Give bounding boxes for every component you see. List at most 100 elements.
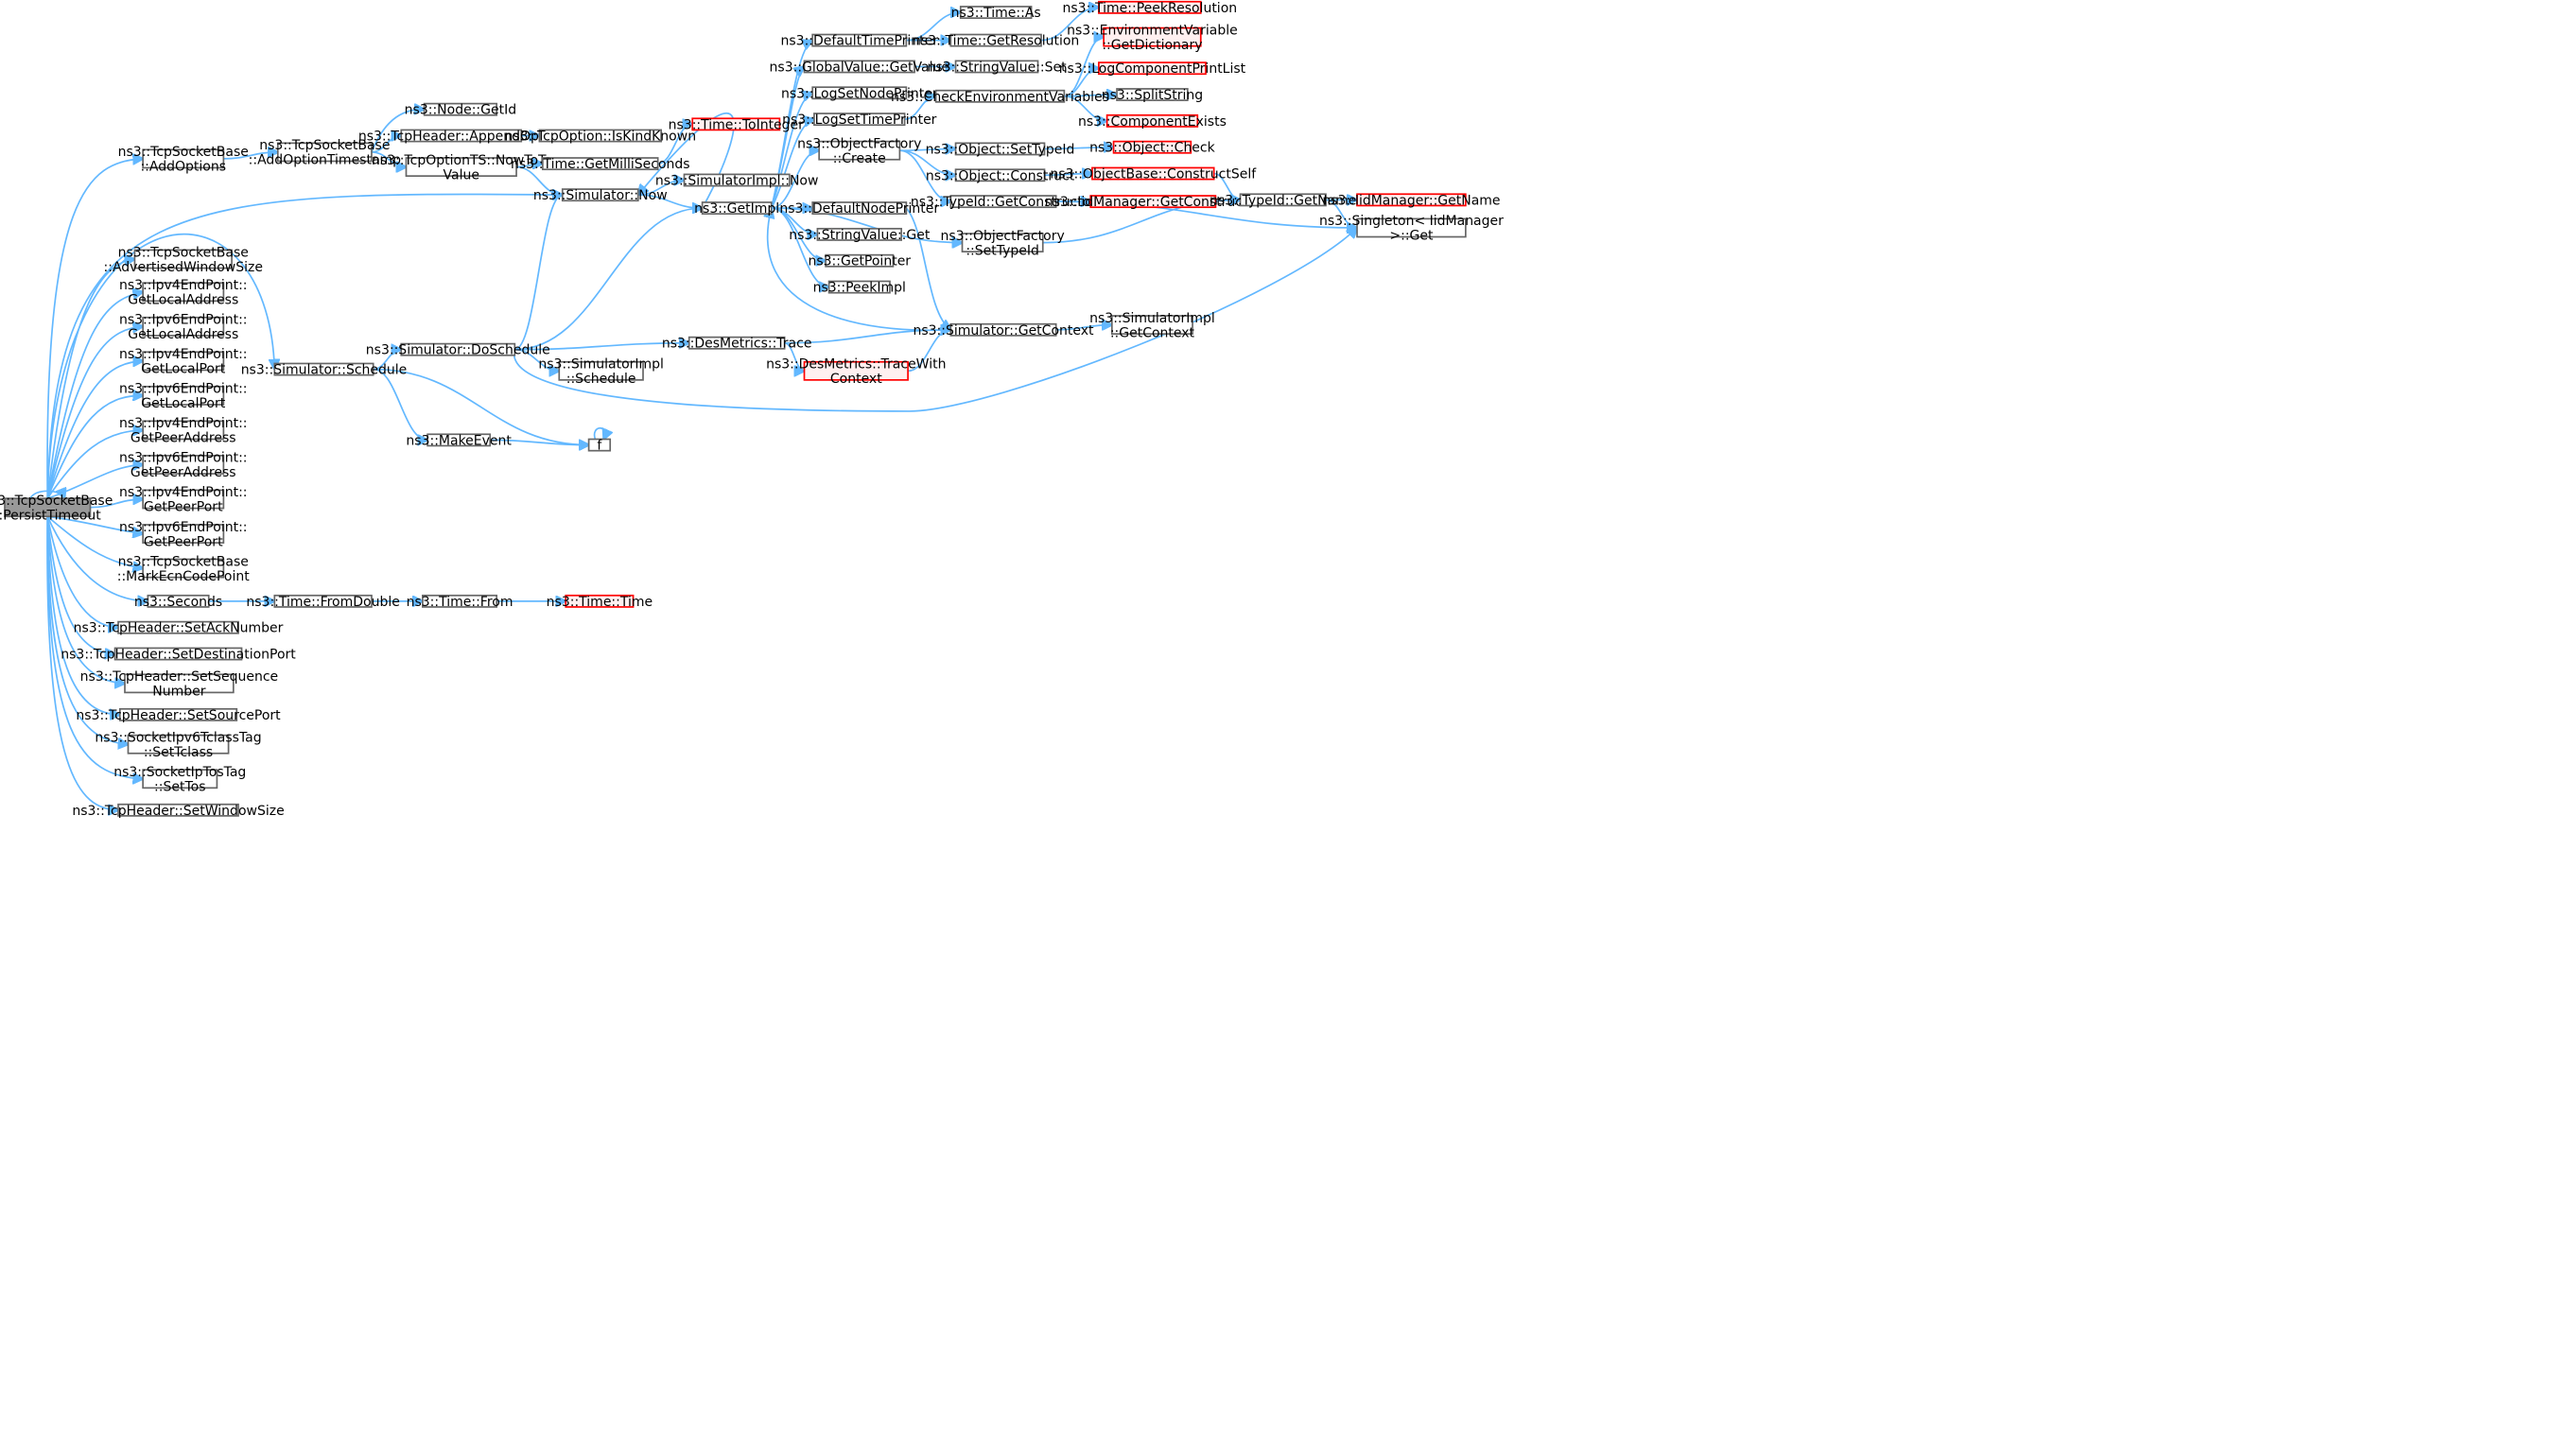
node-box[interactable] — [587, 438, 612, 452]
node-setack[interactable]: ns3::TcpHeader::SetAckNumber — [74, 621, 284, 636]
node-appendopt[interactable]: ns3::TcpHeader::AppendOption — [358, 130, 565, 145]
node-box[interactable] — [827, 280, 891, 294]
node-box[interactable] — [816, 227, 902, 241]
node-box[interactable] — [683, 173, 791, 187]
node-getmilli[interactable]: ns3::Time::GetMilliSeconds — [511, 157, 690, 172]
node-addts[interactable]: ns3::TcpSocketBase::AddOptionTimestamp — [249, 138, 402, 168]
node-box[interactable] — [1112, 140, 1192, 154]
node-advwin[interactable]: ns3::TcpSocketBase::AdvertisedWindowSize — [104, 245, 263, 275]
node-timefrom[interactable]: ns3::Time::From — [407, 595, 513, 610]
node-box[interactable] — [811, 201, 908, 216]
node-v4lport[interactable]: ns3::Ipv4EndPoint::GetLocalPort — [119, 347, 248, 377]
node-box[interactable] — [142, 148, 225, 169]
node-tointeger[interactable]: ns3::Time::ToInteger — [669, 117, 805, 132]
node-simnow[interactable]: ns3::Simulator::Now — [533, 188, 668, 203]
node-deftime[interactable]: ns3::DefaultTimePrinter — [781, 34, 939, 49]
node-box[interactable] — [825, 253, 895, 268]
node-box[interactable] — [142, 385, 225, 406]
node-box[interactable] — [954, 60, 1039, 74]
node-box[interactable] — [124, 673, 235, 694]
node-implctx[interactable]: ns3::SimulatorImpl::GetContext — [1089, 311, 1215, 341]
node-box[interactable] — [949, 33, 1042, 47]
node-box[interactable] — [142, 282, 225, 303]
node-box[interactable] — [142, 316, 225, 337]
node-box[interactable] — [142, 420, 225, 441]
node-box[interactable] — [113, 647, 243, 661]
node-box[interactable] — [273, 594, 373, 608]
node-setdst[interactable]: ns3::TcpHeader::SetDestinationPort — [61, 648, 296, 663]
node-destrace[interactable]: ns3::DesMetrics::Trace — [662, 337, 812, 352]
node-implschedule[interactable]: ns3::SimulatorImpl::Schedule — [538, 357, 664, 388]
node-box[interactable] — [133, 249, 233, 269]
node-box[interactable] — [961, 233, 1044, 253]
node-box[interactable] — [117, 620, 239, 634]
node-getimpl[interactable]: ns3::GetImpl — [694, 201, 779, 217]
node-box[interactable] — [959, 6, 1033, 19]
node-doschedule[interactable]: ns3::Simulator::DoSchedule — [366, 343, 550, 358]
node-box[interactable] — [405, 157, 517, 177]
node-settos[interactable]: ns3::SocketIpTosTag::SetTos — [113, 765, 246, 795]
node-box[interactable] — [1105, 113, 1199, 128]
node-v6peer[interactable]: ns3::Ipv6EndPoint::GetPeerAddress — [119, 451, 248, 481]
node-envdict[interactable]: ns3::EnvironmentVariable::GetDictionary — [1067, 23, 1238, 53]
node-tidname[interactable]: ns3::TypeId::GetName — [1210, 193, 1356, 208]
node-box[interactable] — [1098, 0, 1202, 14]
node-fromdouble[interactable]: ns3::Time::FromDouble — [246, 595, 400, 610]
node-setwin[interactable]: ns3::TcpHeader::SetWindowSize — [72, 804, 284, 819]
node-peekimpl[interactable]: ns3::PeekImpl — [813, 281, 906, 296]
node-box[interactable] — [147, 594, 210, 608]
node-box[interactable] — [423, 102, 498, 116]
node-box[interactable] — [803, 360, 909, 381]
node-iidname[interactable]: ns3::IidManager::GetName — [1322, 193, 1500, 208]
node-box[interactable] — [1098, 61, 1207, 76]
node-timeas[interactable]: ns3::Time::As — [951, 6, 1041, 21]
node-getpointer[interactable]: ns3::GetPointer — [808, 254, 911, 269]
node-box[interactable] — [422, 594, 498, 608]
node-gvget[interactable]: ns3::GlobalValue::GetValue — [770, 60, 949, 75]
node-box[interactable] — [400, 129, 523, 143]
node-timetime[interactable]: ns3::Time::Time — [547, 595, 653, 610]
node-peekres[interactable]: ns3::Time::PeekResolution — [1063, 1, 1238, 16]
node-box[interactable] — [1239, 193, 1327, 207]
node-singleton[interactable]: ns3::Singleton< IidManager >::Get — [1319, 214, 1504, 244]
node-box[interactable] — [688, 336, 786, 350]
node-iskindknown[interactable]: ns3::TcpOption::IsKindKnown — [504, 130, 696, 145]
node-box[interactable] — [1356, 193, 1467, 207]
node-box[interactable] — [273, 362, 374, 376]
node-svget[interactable]: ns3::StringValue::Get — [789, 228, 931, 243]
node-v6lport[interactable]: ns3::Ipv6EndPoint::GetLocalPort — [119, 382, 248, 412]
node-box[interactable] — [538, 129, 662, 143]
node-makeevent[interactable]: ns3::MakeEvent — [406, 433, 512, 448]
node-box[interactable] — [1356, 217, 1467, 238]
node-box[interactable] — [934, 89, 1066, 103]
node-ofcreate[interactable]: ns3::ObjectFactory::Create — [797, 136, 921, 166]
node-box[interactable] — [142, 558, 225, 579]
node-svset[interactable]: ns3::StringValue::Set — [927, 60, 1067, 75]
node-box[interactable] — [949, 195, 1057, 209]
node-box[interactable] — [542, 157, 659, 171]
node-box[interactable] — [276, 142, 373, 163]
node-f[interactable]: f — [587, 438, 612, 454]
node-box[interactable] — [400, 342, 516, 356]
node-lognode[interactable]: ns3::LogSetNodePrinter — [781, 86, 938, 101]
node-simctx[interactable]: ns3::Simulator::GetContext — [913, 323, 1094, 338]
node-box[interactable] — [691, 117, 781, 131]
node-setsrc[interactable]: ns3::TcpHeader::SetSourcePort — [76, 708, 281, 723]
node-addoptions[interactable]: ns3::TcpSocketBase::AddOptions — [118, 145, 249, 175]
node-markecn[interactable]: ns3::TcpSocketBase::MarkEcnCodePoint — [117, 554, 250, 584]
node-ofsettid[interactable]: ns3::ObjectFactory::SetTypeId — [941, 229, 1065, 259]
node-getres[interactable]: ns3::Time::GetResolution — [913, 34, 1079, 49]
node-splitstr[interactable]: ns3::SplitString — [1102, 88, 1203, 103]
node-box[interactable] — [811, 86, 908, 100]
node-box[interactable] — [4, 497, 92, 518]
node-objcheck[interactable]: ns3::Object::Check — [1089, 141, 1215, 156]
node-box[interactable] — [1110, 315, 1193, 336]
node-box[interactable] — [1116, 88, 1189, 101]
node-logprint[interactable]: ns3::LogComponentPrintList — [1059, 61, 1246, 77]
node-box[interactable] — [1103, 26, 1202, 47]
node-box[interactable] — [142, 455, 225, 475]
node-v4local[interactable]: ns3::Ipv4EndPoint::GetLocalAddress — [119, 278, 248, 308]
